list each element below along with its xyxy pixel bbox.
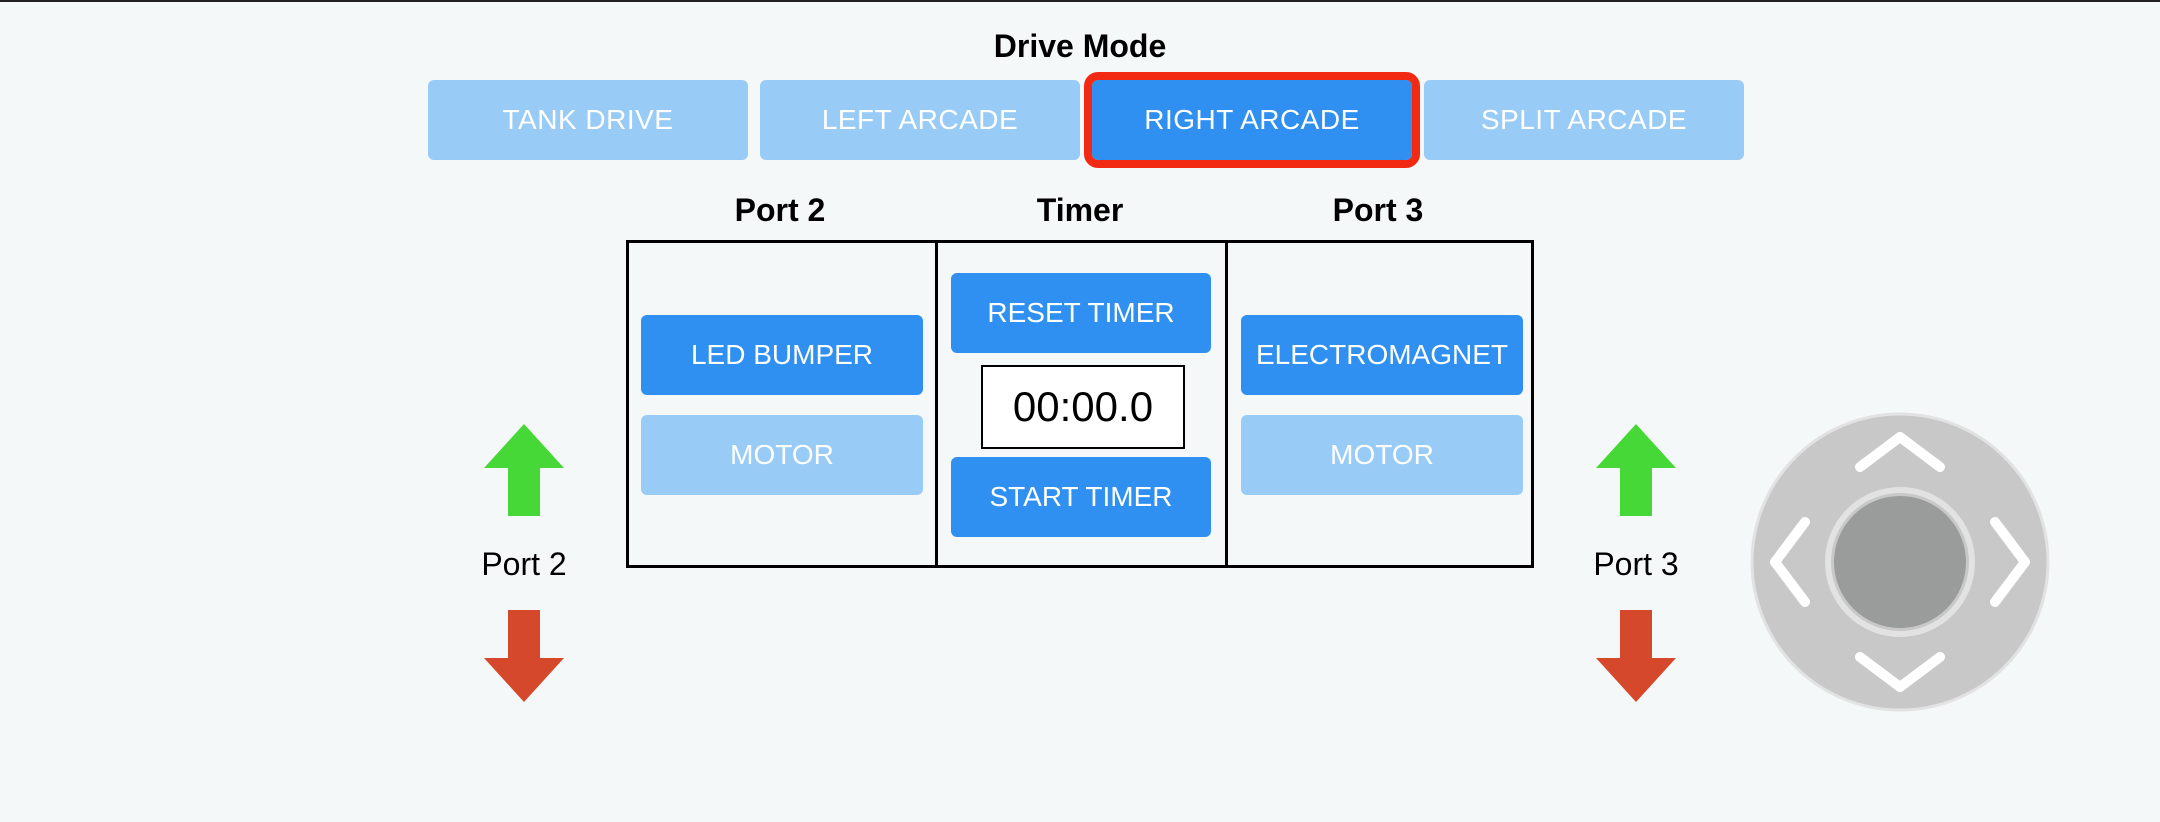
port2-motor-button[interactable]: MOTOR (641, 415, 923, 495)
panel-divider-left (935, 243, 938, 565)
split-arcade-button[interactable]: SPLIT ARCADE (1424, 80, 1744, 160)
timer-heading: Timer (1036, 192, 1124, 228)
joystick-knob (1834, 496, 1966, 628)
arrow-down-icon[interactable] (484, 610, 564, 702)
dpad-joystick-icon[interactable] (1750, 412, 2050, 712)
start-timer-button[interactable]: START TIMER (951, 457, 1211, 537)
timer-display: 00:00.0 (981, 365, 1185, 449)
port3-heading: Port 3 (1332, 192, 1424, 228)
electromagnet-button[interactable]: ELECTROMAGNET (1241, 315, 1523, 395)
left-port-label: Port 2 (481, 546, 567, 582)
arrow-down-icon[interactable] (1596, 610, 1676, 702)
port3-motor-button[interactable]: MOTOR (1241, 415, 1523, 495)
arrow-up-icon[interactable] (484, 424, 564, 516)
control-panel: LED BUMPER MOTOR RESET TIMER 00:00.0 STA… (626, 240, 1534, 568)
right-port-label: Port 3 (1593, 546, 1679, 582)
led-bumper-button[interactable]: LED BUMPER (641, 315, 923, 395)
arrow-up-icon[interactable] (1596, 424, 1676, 516)
reset-timer-button[interactable]: RESET TIMER (951, 273, 1211, 353)
right-arcade-button[interactable]: RIGHT ARCADE (1084, 72, 1420, 168)
port2-heading: Port 2 (734, 192, 826, 228)
panel-divider-right (1225, 243, 1228, 565)
left-arcade-button[interactable]: LEFT ARCADE (760, 80, 1080, 160)
drive-mode-title: Drive Mode (993, 28, 1167, 64)
tank-drive-button[interactable]: TANK DRIVE (428, 80, 748, 160)
